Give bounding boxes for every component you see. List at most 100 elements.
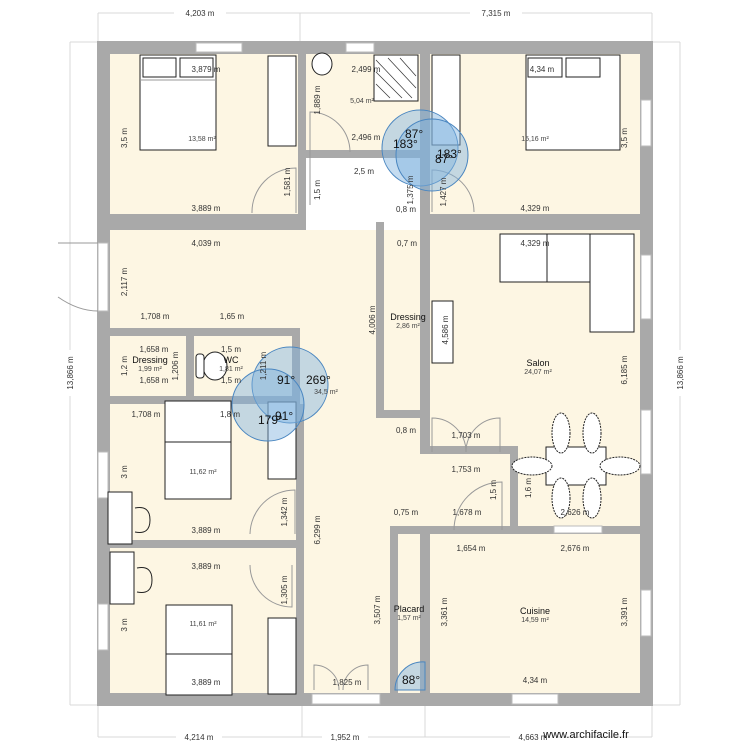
tv-unit xyxy=(431,300,454,364)
dim-label: 1,581 m xyxy=(283,167,292,196)
dim-label: 1,206 m xyxy=(171,351,180,380)
room-name: Dressing xyxy=(132,355,168,365)
dim-label: 3,5 m xyxy=(120,128,129,148)
dim-label: 3 m xyxy=(120,618,129,632)
dim-label: 4,039 m xyxy=(192,239,221,248)
dim-label: 3 m xyxy=(120,465,129,479)
room-area: 15,16 m² xyxy=(521,136,549,143)
angle-label: 91° xyxy=(275,409,293,423)
dim-label: 1,703 m xyxy=(452,431,481,440)
dim-label: 2,626 m xyxy=(561,508,590,517)
room-area: 11,62 m² xyxy=(189,469,217,476)
chair xyxy=(599,456,641,476)
dim-label: 4,329 m xyxy=(521,204,550,213)
room-area: 24,07 m² xyxy=(524,369,552,376)
dim-label: 1,5 m xyxy=(489,480,498,500)
bed-2 xyxy=(525,54,621,151)
room-name: Placard xyxy=(394,604,425,614)
angle-label: 183° xyxy=(393,137,418,151)
room-area: 1,57 m² xyxy=(397,615,421,622)
room-area: 1,99 m² xyxy=(138,366,162,373)
shower xyxy=(373,54,419,102)
dim-label: 4,586 m xyxy=(441,315,450,344)
interior-dimensions: 3,879 m 3,889 m 3,5 m 1,581 m 2,499 m 2,… xyxy=(120,65,629,687)
angle-label: 269° xyxy=(306,373,331,387)
bed-3 xyxy=(164,400,232,500)
dim-label: 1,5 m xyxy=(221,345,241,354)
dim-label: 1,658 m xyxy=(140,376,169,385)
windows xyxy=(97,42,652,705)
furniture xyxy=(107,52,641,696)
dim-label: 1,305 m xyxy=(280,575,289,604)
dim-label: 1,5 m xyxy=(221,376,241,385)
dim-bottom-left: 4,214 m xyxy=(185,733,214,742)
dim-label: 1,678 m xyxy=(453,508,482,517)
wardrobe-4 xyxy=(267,617,297,695)
dim-label: 1,889 m xyxy=(313,85,322,114)
dim-label: 4,34 m xyxy=(523,676,548,685)
room-area: 11,61 m² xyxy=(189,621,217,628)
dim-label: 1,65 m xyxy=(220,312,245,321)
dim-label: 1,211 m xyxy=(259,352,268,381)
room-area: 2,86 m² xyxy=(396,323,420,330)
dim-bottom-mid: 1,952 m xyxy=(331,733,360,742)
chair xyxy=(551,412,571,454)
dim-label: 3,5 m xyxy=(620,128,629,148)
dim-label: 1,753 m xyxy=(452,465,481,474)
dim-label: 1,8 m xyxy=(220,410,240,419)
chair xyxy=(582,412,602,454)
dim-label: 1,375 m xyxy=(406,175,415,204)
dim-label: 1,5 m xyxy=(313,180,322,200)
dim-label: 3,889 m xyxy=(192,678,221,687)
dim-label: 1,6 m xyxy=(524,478,533,498)
sink xyxy=(311,52,333,76)
dim-label: 2,496 m xyxy=(352,133,381,142)
dim-label: 0,8 m xyxy=(396,426,416,435)
watermark: www.archifacile.fr xyxy=(542,729,629,741)
room-area: 14,59 m² xyxy=(521,617,549,624)
dim-label: 1,708 m xyxy=(132,410,161,419)
room-area: 13,58 m² xyxy=(188,136,216,143)
dim-label: 3,361 m xyxy=(440,597,449,626)
dim-label: 0,7 m xyxy=(397,239,417,248)
dim-label: 3,391 m xyxy=(620,597,629,626)
room-name: Dressing xyxy=(390,312,426,322)
dim-label: 1,654 m xyxy=(457,544,486,553)
chair xyxy=(511,456,553,476)
dim-label: 1,708 m xyxy=(141,312,170,321)
dim-label: 1,658 m xyxy=(140,345,169,354)
room-labels: 13,58 m² 5,04 m² 15,16 m² Dressing 2,86 … xyxy=(132,98,552,628)
dim-label: 1,2 m xyxy=(120,356,129,376)
sofa xyxy=(499,233,635,333)
angle-label: 183° xyxy=(437,147,462,161)
wardrobe-1 xyxy=(267,55,297,147)
room-name: Salon xyxy=(526,358,549,368)
dim-top-left: 4,203 m xyxy=(186,9,215,18)
dim-label: 3,889 m xyxy=(192,204,221,213)
dim-label: 4,006 m xyxy=(368,305,377,334)
angle-markers xyxy=(231,109,469,691)
dim-label: 6,299 m xyxy=(313,515,322,544)
dim-label: 0,8 m xyxy=(396,205,416,214)
angle-label: 91° xyxy=(277,373,295,387)
chair xyxy=(551,477,571,519)
dim-label: 4,329 m xyxy=(521,239,550,248)
dim-label: 3,889 m xyxy=(192,526,221,535)
room-area: 34,5 m² xyxy=(314,389,338,396)
desk-4 xyxy=(109,551,135,605)
dim-label: 6,185 m xyxy=(620,355,629,384)
dim-label: 4,34 m xyxy=(530,65,555,74)
room-area: 5,04 m² xyxy=(350,98,374,105)
dim-label: 1,825 m xyxy=(333,678,362,687)
entrance-door[interactable] xyxy=(57,242,99,312)
dim-label: 3,879 m xyxy=(192,65,221,74)
dim-right: 13,866 m xyxy=(676,356,685,390)
dim-top-right: 7,315 m xyxy=(482,9,511,18)
room-area: 1,81 m² xyxy=(219,366,243,373)
dim-label: 3,507 m xyxy=(373,595,382,624)
angle-label: 179° xyxy=(258,413,283,427)
dim-label: 2,499 m xyxy=(352,65,381,74)
angle-label: 88° xyxy=(402,673,420,687)
angle-label: 87° xyxy=(405,127,423,141)
